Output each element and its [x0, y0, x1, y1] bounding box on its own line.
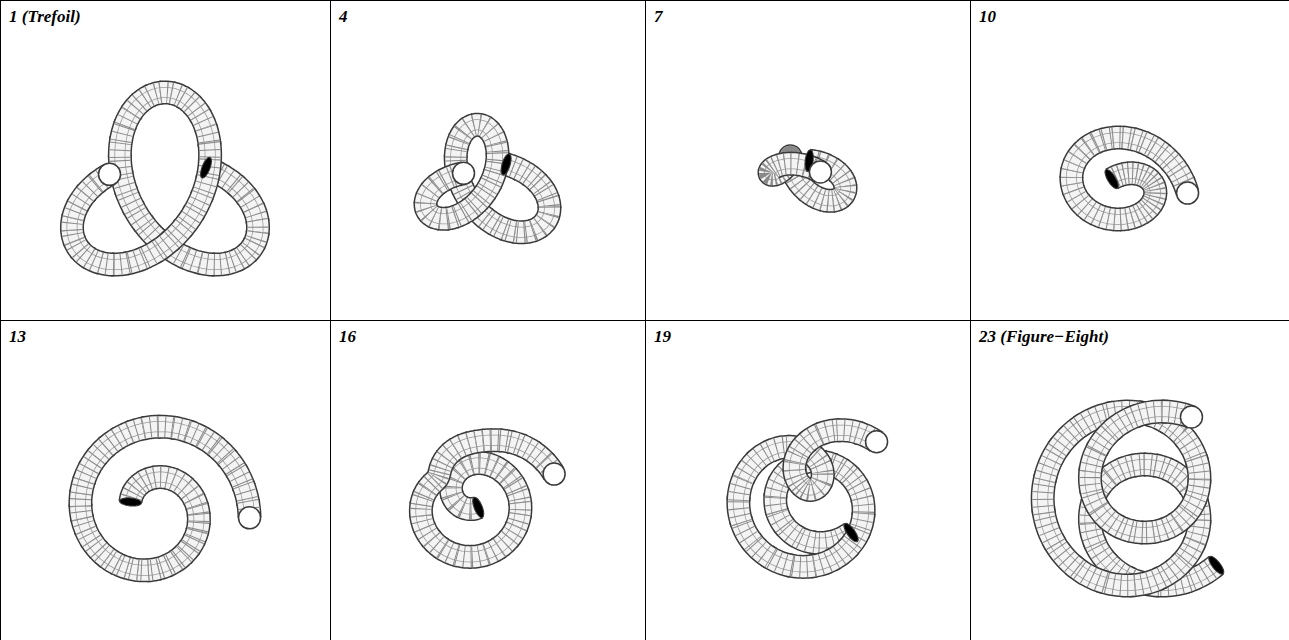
panel-label: 1 (Trefoil)	[9, 7, 81, 27]
panel-cell: 23 (Figure−Eight)	[970, 320, 1289, 640]
knot-tube	[426, 125, 550, 233]
knot-tube	[80, 427, 260, 571]
knot-tube	[1043, 406, 1227, 586]
panel-label: 16	[339, 327, 356, 347]
panel-label: 19	[654, 327, 671, 347]
panel-label: 7	[654, 7, 663, 27]
knot-tube	[770, 149, 846, 201]
knot-tube	[1071, 138, 1198, 220]
panel-label: 23 (Figure−Eight)	[979, 327, 1109, 347]
knot-tube	[421, 440, 565, 557]
panel-cell: 10	[970, 0, 1289, 321]
panel-cell: 19	[645, 320, 971, 640]
knot-tube	[72, 92, 258, 264]
knot-tube	[738, 430, 887, 567]
panel-label: 10	[979, 7, 996, 27]
panel-cell: 16	[330, 320, 646, 640]
panel-label: 13	[9, 327, 26, 347]
panel-cell: 7	[645, 0, 971, 321]
panel-cell: 4	[330, 0, 646, 321]
panel-cell: 13	[0, 320, 331, 640]
panel-label: 4	[339, 7, 348, 27]
panel-cell: 1 (Trefoil)	[0, 0, 331, 321]
